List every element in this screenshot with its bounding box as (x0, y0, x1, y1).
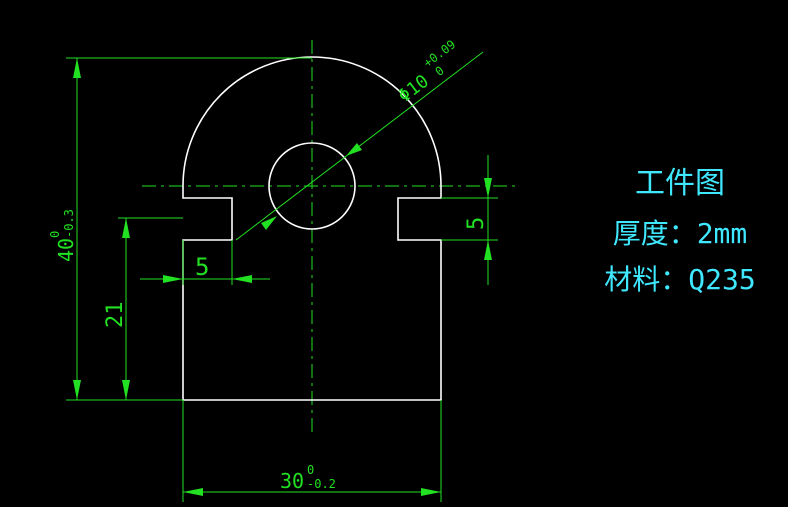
notes-title: 工件图 (635, 166, 725, 201)
slot-depth-arrow-top (484, 178, 492, 198)
height-dimension-label: 40 0 -0.3 (48, 209, 78, 262)
hole-diameter-leader (235, 51, 484, 241)
width-tol-upper: 0 (307, 463, 314, 477)
notes-material: 材料：Q235 (604, 263, 755, 296)
centerlines (142, 40, 516, 432)
slot-width-label: 5 (195, 253, 209, 281)
lower-height-arrow-bottom (122, 380, 130, 400)
height-tol-lower: -0.3 (62, 209, 76, 238)
width-value: 30 (280, 469, 304, 493)
slot-depth-arrow-bottom (484, 240, 492, 260)
height-tol-upper: 0 (48, 231, 62, 238)
width-tol-lower: -0.2 (307, 477, 336, 491)
notes-thickness: 厚度：2mm (613, 217, 748, 250)
center-hole (268, 142, 356, 230)
height-arrow-top (73, 58, 81, 78)
width-dimension-label: 30 0 -0.2 (280, 463, 336, 493)
lower-height-arrow-top (122, 218, 130, 238)
height-value: 40 (54, 238, 78, 262)
dimension-geometry (66, 51, 498, 502)
width-arrow-left (183, 488, 203, 496)
slot-width-arrow-right (232, 275, 252, 283)
slot-width-arrow-left (163, 275, 183, 283)
height-arrow-bottom (73, 380, 81, 400)
notes-block: 工件图 厚度：2mm 材料：Q235 (604, 166, 755, 296)
part-outline (182, 56, 442, 401)
hole-diameter-arrow-upper (346, 143, 362, 156)
slot-depth-label: 5 (464, 217, 489, 230)
hole-diameter-arrow-lower (261, 216, 277, 230)
lower-height-label: 21 (103, 302, 128, 329)
width-arrow-right (421, 488, 441, 496)
